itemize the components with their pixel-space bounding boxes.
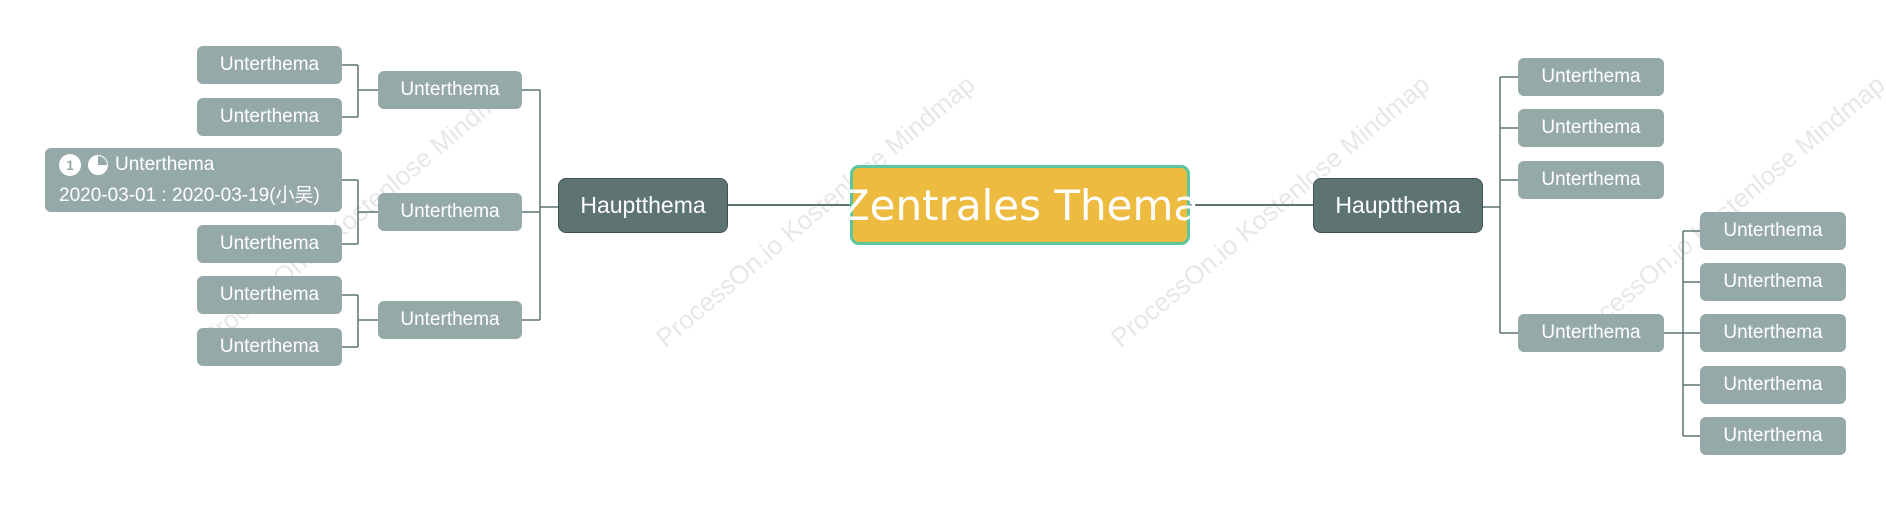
subtopic-label: Unterthema [400,201,500,222]
subtopic-label: Unterthema [1723,220,1823,241]
subtopic-left-2-2[interactable]: Unterthema [197,225,342,263]
connector-right-sub4 [1664,230,1700,437]
subtopic-label: Unterthema [115,153,215,175]
subtopic-label: Unterthema [400,309,500,330]
subtopic-label: Unterthema [1541,169,1641,190]
subtopic-label: Unterthema [1541,322,1641,343]
central-topic[interactable]: Zentrales Thema [841,165,1199,245]
subtopic-right-1[interactable]: Unterthema [1518,58,1664,96]
subtopic-label: Unterthema [219,54,320,75]
connector-left-sub2 [342,179,378,245]
subtopic-left-1[interactable]: Unterthema [378,71,522,109]
subtopic-label: Unterthema [1541,66,1641,87]
subtopic-right-4-2[interactable]: Unterthema [1700,263,1846,301]
subtopic-right-4-3[interactable]: Unterthema [1700,314,1846,352]
connector-right-main [1483,76,1518,334]
connector-left-sub3 [342,294,378,348]
subtopic-right-4-1[interactable]: Unterthema [1700,212,1846,250]
main-topic-right[interactable]: Hauptthema [1313,178,1483,233]
subtopic-right-2[interactable]: Unterthema [1518,109,1664,147]
main-topic-left[interactable]: Hauptthema [558,178,728,233]
subtopic-left-2[interactable]: Unterthema [378,193,522,231]
subtopic-right-3[interactable]: Unterthema [1518,161,1664,199]
subtopic-label: Unterthema [1723,425,1823,446]
task-title-row: 1 Unterthema [59,153,215,176]
subtopic-label: Unterthema [1723,374,1823,395]
subtopic-label: Unterthema [1723,271,1823,292]
subtopic-right-4-5[interactable]: Unterthema [1700,417,1846,455]
subtopic-left-3-2[interactable]: Unterthema [197,328,342,366]
subtopic-label: Unterthema [219,233,320,254]
subtopic-label: Unterthema [219,336,320,357]
subtopic-label: Unterthema [1541,117,1641,138]
main-topic-label: Hauptthema [1335,192,1461,218]
subtopic-label: Unterthema [400,79,500,100]
main-topic-label: Hauptthema [580,192,706,218]
subtopic-label: Unterthema [1723,322,1823,343]
connector-left-main [522,89,558,321]
subtopic-left-3-1[interactable]: Unterthema [197,276,342,314]
subtopic-right-4[interactable]: Unterthema [1518,314,1664,352]
subtopic-left-1-2[interactable]: Unterthema [197,98,342,136]
subtopic-right-4-4[interactable]: Unterthema [1700,366,1846,404]
subtopic-left-1-1[interactable]: Unterthema [197,46,342,84]
connector-left-sub1 [342,64,378,118]
subtopic-left-2-1-task[interactable]: 1 Unterthema 2020-03-01 : 2020-03-19(小吴) [45,148,342,212]
subtopic-label: Unterthema [219,284,320,305]
subtopic-label: Unterthema [219,106,320,127]
progress-pie-icon [88,154,108,175]
central-topic-label: Zentrales Thema [840,180,1200,230]
subtopic-left-3[interactable]: Unterthema [378,301,522,339]
priority-1-icon: 1 [59,153,81,176]
task-date-range: 2020-03-01 : 2020-03-19(小吴) [59,184,320,206]
